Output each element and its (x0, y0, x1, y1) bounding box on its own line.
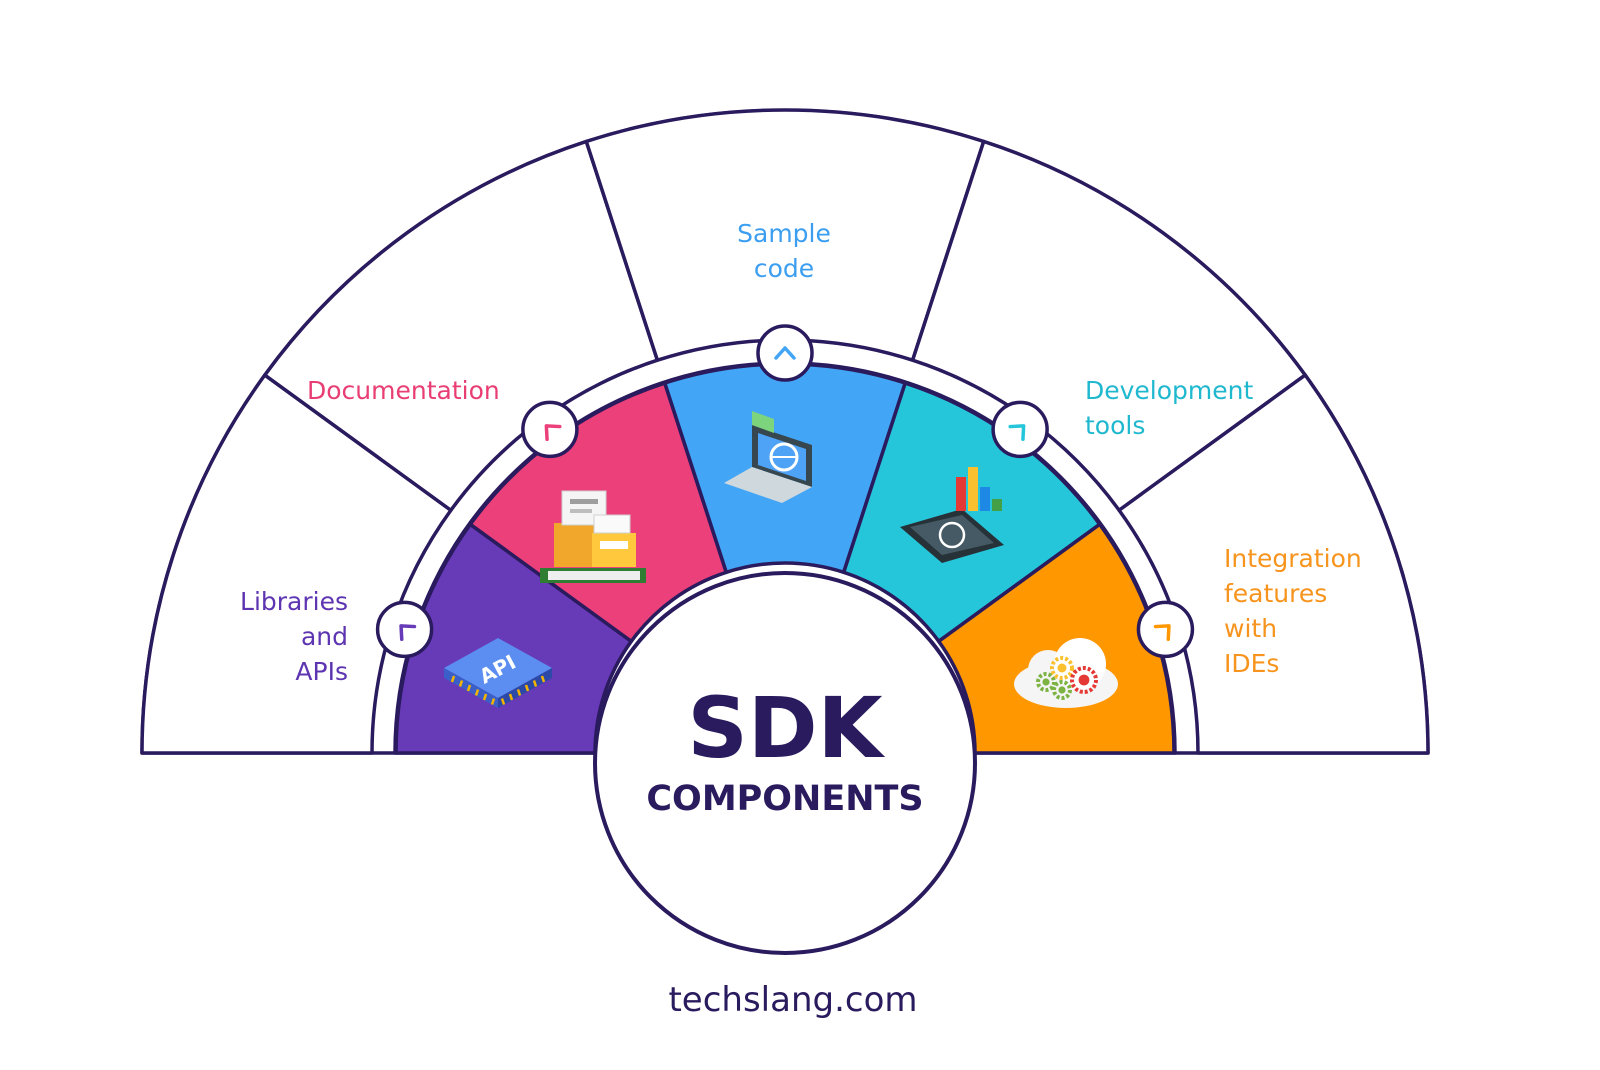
folder-boxes-icon (540, 490, 646, 583)
label-line: Sample (737, 219, 831, 248)
badge-libraries (375, 600, 434, 659)
label-line: Development (1085, 376, 1253, 405)
outer-segment-integration (1117, 373, 1430, 755)
badge-sample-code (756, 324, 814, 382)
api-chip-icon: API (444, 638, 552, 708)
outer-ring (140, 108, 1430, 755)
chevron-icon (1153, 624, 1171, 642)
chevron-icon (774, 346, 796, 360)
label-line: with (1224, 614, 1277, 643)
segment-icons: API (444, 411, 1118, 708)
phone-chart-icon (900, 467, 1004, 563)
label-line: APIs (295, 657, 348, 686)
title-main: SDK (687, 679, 885, 777)
badge-integration (1136, 600, 1195, 659)
label-sample-code: Sample code (737, 219, 831, 283)
chevron-icon (544, 424, 562, 442)
footer-site: techslang.com (668, 980, 917, 1020)
label-line: and (301, 622, 348, 651)
inner-segment-integration (936, 522, 1176, 755)
badge-documentation (521, 400, 579, 459)
label-line: IDEs (1224, 649, 1279, 678)
label-line: Libraries (240, 587, 348, 616)
arrow-badges (375, 324, 1195, 659)
badge-development-tools (991, 400, 1049, 459)
label-documentation: Documentation (307, 376, 500, 405)
label-development-tools: Development tools (1085, 376, 1253, 440)
laptop-globe-icon (724, 411, 812, 503)
center-circle (593, 571, 977, 955)
label-line: Integration (1224, 544, 1362, 573)
title-subtitle: COMPONENTS (646, 779, 923, 819)
label-line: features (1224, 579, 1327, 608)
label-line: code (754, 254, 814, 283)
chevron-icon (1008, 424, 1026, 442)
chevron-icon (399, 624, 417, 642)
cloud-gears-icon (1014, 638, 1118, 708)
label-line: tools (1085, 411, 1145, 440)
inner-ring (394, 362, 1176, 755)
label-line: Documentation (307, 376, 500, 405)
